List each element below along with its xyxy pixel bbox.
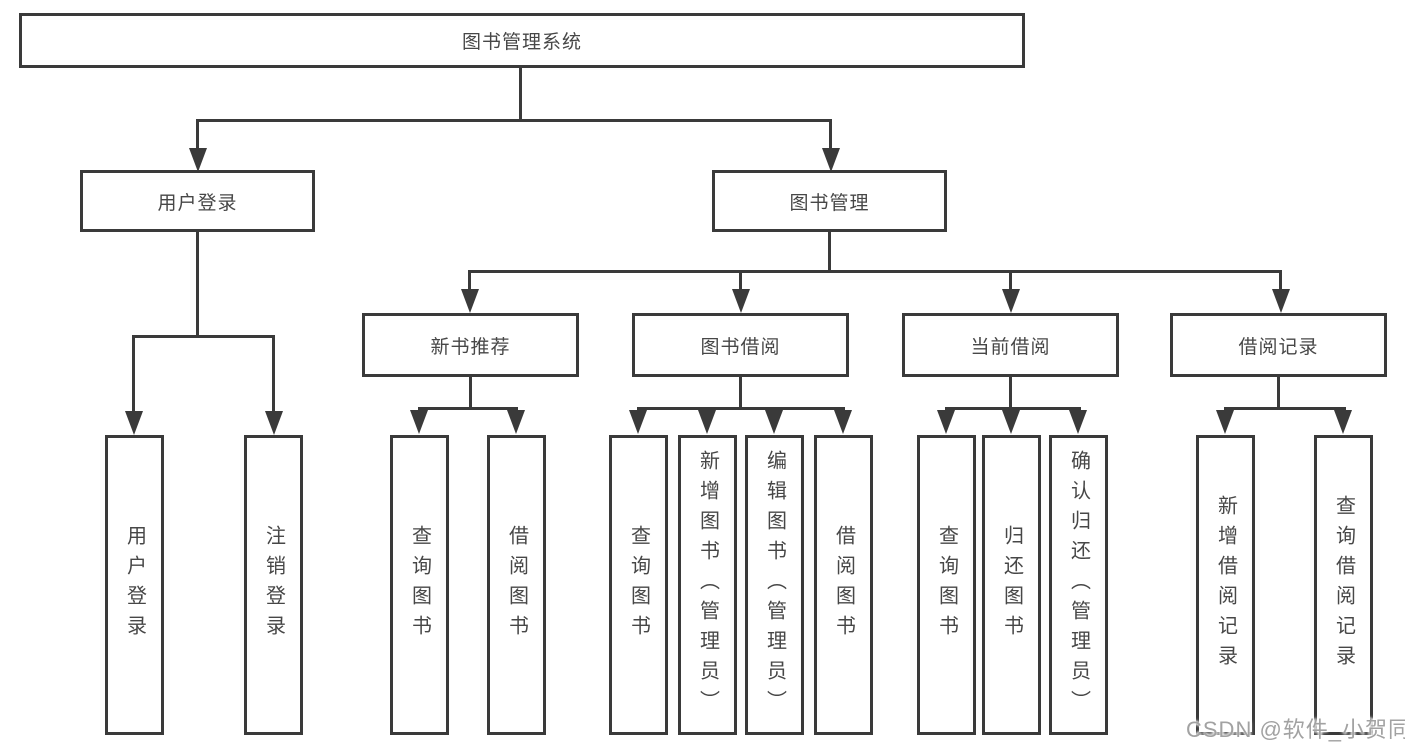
connector-line-v (196, 119, 199, 152)
arrow-down-icon (834, 410, 852, 434)
arrow-down-icon (1002, 289, 1020, 313)
connector-line-v (1009, 270, 1012, 292)
leaf-confirm-return-admin-label: 确认归还（管理员） (1067, 450, 1090, 720)
arrow-down-icon (461, 289, 479, 313)
leaf-query-borrow-record-label: 查询借阅记录 (1332, 495, 1355, 675)
leaf-borrow-books-recommend: 借阅图书 (487, 435, 546, 735)
connector-line-h (132, 335, 275, 338)
connector-line-h (418, 407, 518, 410)
leaf-borrow-books-borrowing-label: 借阅图书 (832, 525, 855, 645)
arrow-down-icon (698, 410, 716, 434)
node-book-borrowing-label: 图书借阅 (700, 336, 781, 358)
connector-line-v (739, 270, 742, 292)
leaf-edit-books-admin: 编辑图书（管理员） (745, 435, 804, 735)
connector-line-v (132, 335, 135, 415)
arrow-down-icon (507, 410, 525, 434)
node-current-borrowing: 当前借阅 (902, 313, 1119, 377)
connector-line-v (469, 377, 472, 410)
arrow-down-icon (189, 148, 207, 172)
leaf-confirm-return-admin: 确认归还（管理员） (1049, 435, 1108, 735)
connector-line-v (828, 232, 831, 273)
leaf-query-books-borrowing-label: 查询图书 (627, 525, 650, 645)
node-borrowing-records: 借阅记录 (1170, 313, 1387, 377)
connector-line-v (739, 377, 742, 410)
arrow-down-icon (822, 148, 840, 172)
connector-line-v (1277, 377, 1280, 410)
leaf-add-borrow-record: 新增借阅记录 (1196, 435, 1255, 735)
leaf-return-books-label: 归还图书 (1000, 525, 1023, 645)
node-borrowing-records-label: 借阅记录 (1238, 336, 1319, 358)
leaf-query-books-recommend: 查询图书 (390, 435, 449, 735)
leaf-logout-login: 注销登录 (244, 435, 303, 735)
connector-line-v (196, 232, 199, 338)
connector-line-h (468, 270, 1282, 273)
connector-line-h (637, 407, 845, 410)
node-book-management: 图书管理 (712, 170, 947, 232)
arrow-down-icon (410, 410, 428, 434)
leaf-borrow-books-recommend-label: 借阅图书 (505, 525, 528, 645)
connector-line-v (1279, 270, 1282, 292)
connector-line-v (519, 66, 522, 121)
arrow-down-icon (1216, 410, 1234, 434)
arrow-down-icon (732, 289, 750, 313)
arrow-down-icon (937, 410, 955, 434)
leaf-add-books-admin-label: 新增图书（管理员） (696, 450, 719, 720)
node-user-login: 用户登录 (80, 170, 315, 232)
connector-line-h (1224, 407, 1346, 410)
arrow-down-icon (1272, 289, 1290, 313)
leaf-query-books-current: 查询图书 (917, 435, 976, 735)
node-current-borrowing-label: 当前借阅 (970, 336, 1051, 358)
leaf-user-login-label: 用户登录 (123, 525, 146, 645)
connector-line-v (829, 119, 832, 152)
leaf-add-borrow-record-label: 新增借阅记录 (1214, 495, 1237, 675)
leaf-borrow-books-borrowing: 借阅图书 (814, 435, 873, 735)
watermark: CSDN @软件_小贺同学 (1186, 717, 1405, 742)
node-root: 图书管理系统 (19, 13, 1025, 68)
leaf-edit-books-admin-label: 编辑图书（管理员） (763, 450, 786, 720)
node-user-login-label: 用户登录 (157, 192, 238, 214)
leaf-return-books: 归还图书 (982, 435, 1041, 735)
node-new-book-recommendation-label: 新书推荐 (430, 336, 511, 358)
leaf-logout-login-label: 注销登录 (262, 525, 285, 645)
connector-line-v (1009, 377, 1012, 410)
connector-line-h (945, 407, 1081, 410)
leaf-query-books-borrowing: 查询图书 (609, 435, 668, 735)
leaf-query-books-current-label: 查询图书 (935, 525, 958, 645)
node-root-label: 图书管理系统 (461, 32, 582, 53)
node-new-book-recommendation: 新书推荐 (362, 313, 579, 377)
arrow-down-icon (125, 411, 143, 435)
arrow-down-icon (265, 411, 283, 435)
leaf-add-books-admin: 新增图书（管理员） (678, 435, 737, 735)
leaf-user-login: 用户登录 (105, 435, 164, 735)
arrow-down-icon (1002, 410, 1020, 434)
arrow-down-icon (765, 410, 783, 434)
leaf-query-books-recommend-label: 查询图书 (408, 525, 431, 645)
arrow-down-icon (629, 410, 647, 434)
connector-line-v (272, 335, 275, 415)
connector-line-v (468, 270, 471, 292)
arrow-down-icon (1334, 410, 1352, 434)
arrow-down-icon (1069, 410, 1087, 434)
leaf-query-borrow-record: 查询借阅记录 (1314, 435, 1373, 735)
node-book-borrowing: 图书借阅 (632, 313, 849, 377)
connector-line-h (196, 119, 832, 122)
node-book-management-label: 图书管理 (789, 192, 870, 214)
